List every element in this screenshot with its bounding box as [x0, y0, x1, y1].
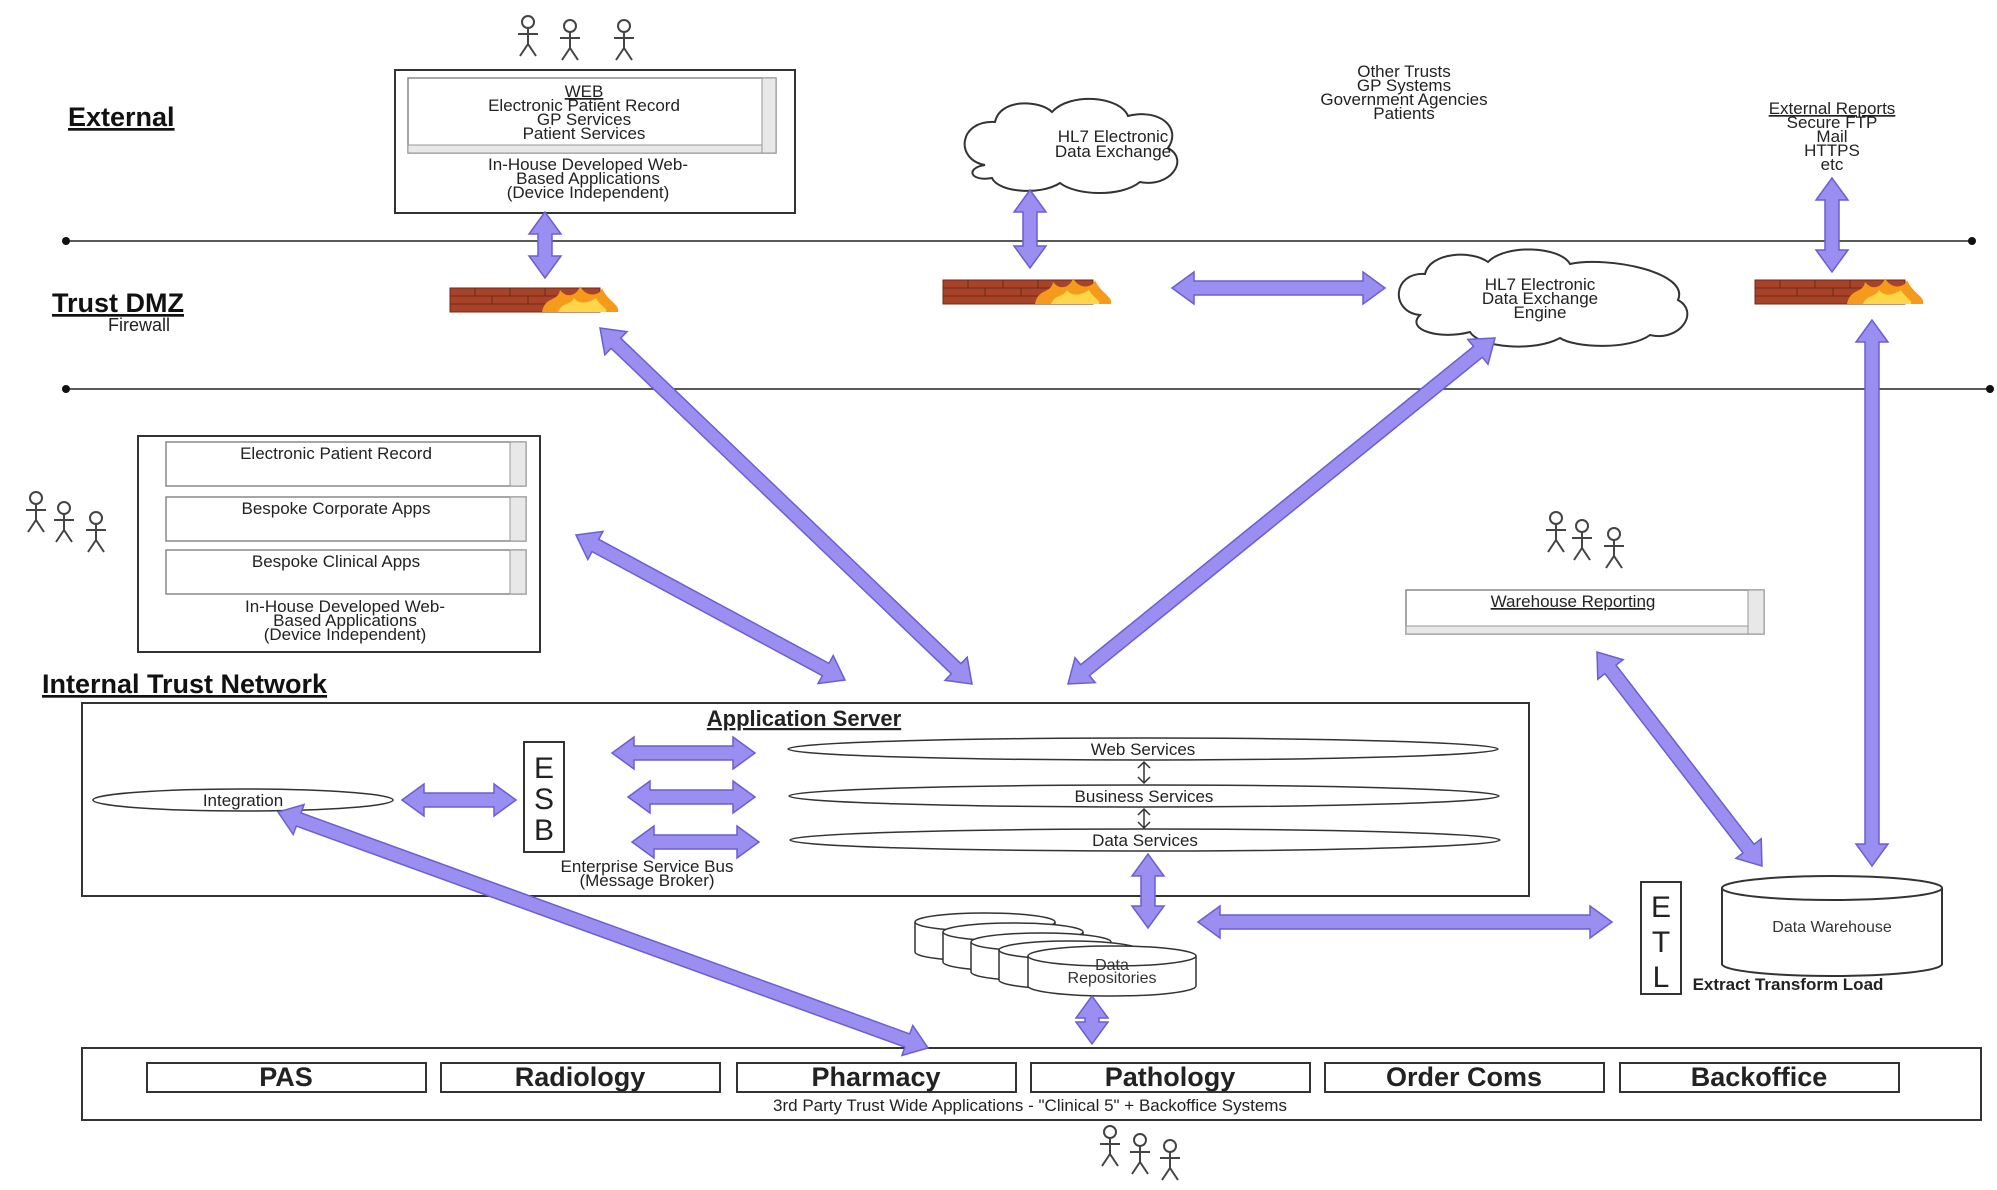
etl-letter: E: [1651, 891, 1671, 924]
external-party: Government Agencies: [1320, 90, 1487, 109]
etl-letter: L: [1653, 961, 1670, 994]
hl7-engine-label: Data Exchange: [1482, 289, 1598, 308]
connection-arrows: [276, 176, 1890, 1057]
esb-letter: E: [534, 752, 554, 785]
integration-esb-arrow: [400, 782, 518, 818]
external-web-header: WEB: [565, 82, 604, 101]
external-reports-list: External Reports Secure FTP Mail HTTPS e…: [1769, 99, 1896, 174]
external-reports-header: External Reports: [1769, 99, 1896, 118]
reporting-users-icon: [1545, 511, 1625, 569]
third-party-caption: 3rd Party Trust Wide Applications - "Cli…: [773, 1096, 1287, 1115]
esb-web-arrow: [610, 735, 757, 771]
zone-dmz-label: Trust DMZ: [52, 288, 184, 318]
zone-internal-label: Internal Trust Network: [42, 669, 328, 699]
firewall-engine-arrow: [1170, 270, 1387, 306]
external-web-app-window: WEB Electronic Patient Record GP Service…: [394, 69, 796, 214]
data-services-label: Data Services: [1092, 831, 1198, 850]
internal-apps-caption: Based Applications: [273, 611, 417, 630]
firewall-icon: [1754, 277, 1924, 305]
web-services-label: Web Services: [1091, 740, 1196, 759]
data-repositories-stack: Data Repositories: [914, 912, 1197, 997]
external-reports-item: Mail: [1816, 127, 1847, 146]
zone-dmz-sublabel: Firewall: [108, 315, 170, 335]
internal-app-item: Bespoke Clinical Apps: [252, 552, 420, 571]
internal-apps-caption: In-House Developed Web-: [245, 597, 445, 616]
firewall-icon: [449, 285, 619, 313]
external-web-line: Patient Services: [523, 124, 646, 143]
esb-caption: Enterprise Service Bus: [561, 857, 734, 876]
application-server-title: Application Server: [707, 706, 902, 731]
internal-app-item: Electronic Patient Record: [240, 444, 432, 463]
external-web-caption: In-House Developed Web-: [488, 155, 688, 174]
third-party-app: Order Coms: [1386, 1062, 1542, 1092]
hl7-exchange-label: HL7 Electronic: [1058, 127, 1169, 146]
repos-thirdparty-arrow: [1074, 994, 1110, 1046]
warehouse-reporting-window: Warehouse Reporting: [1405, 589, 1765, 635]
external-party: GP Systems: [1357, 76, 1451, 95]
third-party-app: Radiology: [515, 1062, 646, 1092]
services-repos-arrow: [1130, 852, 1166, 930]
business-services-label: Business Services: [1075, 787, 1214, 806]
esb-letter: B: [534, 814, 554, 847]
hl7-engine-cloud: HL7 Electronic Data Exchange Engine: [1397, 248, 1689, 348]
external-reports-item: Secure FTP: [1787, 113, 1878, 132]
repositories-label: Data: [1095, 957, 1129, 974]
third-party-apps-box: PAS Radiology Pharmacy Pathology Order C…: [81, 1047, 1982, 1121]
hl7-exchange-cloud: HL7 Electronic Data Exchange: [963, 98, 1179, 194]
internal-app-item: Bespoke Corporate Apps: [241, 499, 430, 518]
internal-apps-caption: (Device Independent): [264, 625, 427, 644]
reporting-etl-arrow: [1596, 650, 1763, 868]
third-party-app: Backoffice: [1691, 1062, 1828, 1092]
third-party-users-icon: [1099, 1125, 1181, 1181]
etl-caption: Extract Transform Load: [1693, 975, 1884, 994]
etl-warehouse-group: E T L Data Warehouse Extract Transform L…: [1640, 875, 1943, 995]
external-party: Other Trusts: [1357, 62, 1451, 81]
esb-letter: S: [534, 783, 554, 816]
hl7-engine-label: HL7 Electronic: [1485, 275, 1596, 294]
external-party: Patients: [1373, 104, 1434, 123]
external-users-icon: [517, 15, 635, 61]
integration-thirdparty-arrow: [276, 803, 930, 1057]
etl-letter: T: [1652, 926, 1670, 959]
warehouse-reporting-label: Warehouse Reporting: [1491, 592, 1656, 611]
application-server-box: Application Server Integration E S B Ent…: [81, 702, 1530, 897]
third-party-app: Pharmacy: [811, 1062, 940, 1092]
reports-firewall-arrow: [1814, 176, 1850, 274]
third-party-app: Pathology: [1105, 1062, 1236, 1092]
repos-etl-arrow: [1196, 904, 1614, 940]
esb-caption: (Message Broker): [579, 871, 714, 890]
integration-label: Integration: [203, 791, 283, 810]
external-reports-item: etc: [1821, 155, 1844, 174]
firewall-icon: [942, 277, 1112, 305]
internal-apps-appserver-arrow: [574, 530, 847, 685]
dmz-etl-arrow: [1854, 318, 1890, 868]
engine-appserver-arrow: [1067, 337, 1496, 685]
internal-apps-window: Electronic Patient Record Bespoke Corpor…: [137, 435, 541, 653]
external-parties-list: Other Trusts GP Systems Government Agenc…: [1320, 62, 1487, 123]
hl7-engine-label: Engine: [1514, 303, 1567, 322]
third-party-app: PAS: [259, 1062, 313, 1092]
dmz-appserver-arrow: [599, 327, 973, 685]
internal-users-icon: [25, 491, 107, 553]
repositories-label: Repositories: [1068, 970, 1157, 987]
external-web-caption: (Device Independent): [507, 183, 670, 202]
external-web-caption: Based Applications: [516, 169, 660, 188]
external-web-line: Electronic Patient Record: [488, 96, 680, 115]
hl7-exchange-label: Data Exchange: [1055, 142, 1171, 161]
hl7-firewall-arrow: [1012, 188, 1048, 270]
esb-data-arrow: [630, 824, 761, 860]
external-reports-item: HTTPS: [1804, 141, 1860, 160]
web-firewall-arrow: [527, 210, 563, 280]
esb-business-arrow: [626, 779, 757, 815]
zone-external-label: External: [68, 102, 175, 132]
external-web-line: GP Services: [537, 110, 631, 129]
data-warehouse-label: Data Warehouse: [1772, 919, 1892, 936]
